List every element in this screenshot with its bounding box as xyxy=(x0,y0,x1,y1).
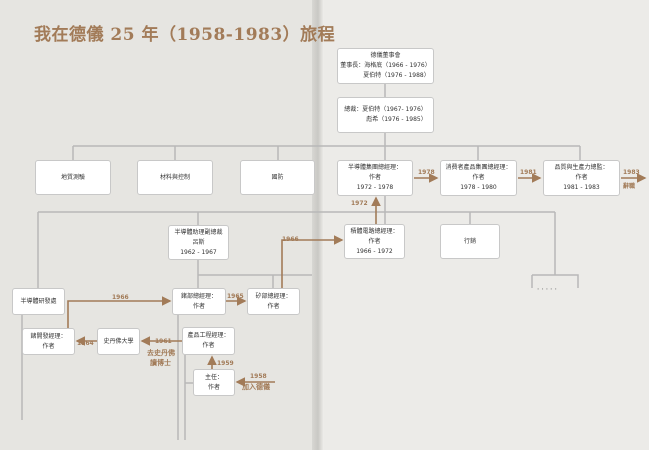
box-label: 德儀董事會 xyxy=(370,52,401,59)
year-1958-label: 1958 xyxy=(250,373,267,380)
phd-label-line1: 去史丹佛 xyxy=(147,349,175,357)
box-label: 品質與生產力總監： xyxy=(554,164,609,171)
box-board: 德儀董事會 董事長：海格底（1966 - 1976） 夏伯特（1976 - 19… xyxy=(337,48,434,84)
box-label: 作者 xyxy=(368,237,381,245)
box-supervisor: 主任： 作者 xyxy=(193,369,235,396)
box-materials-controls: 材料與控制 xyxy=(137,160,213,195)
box-label: 1962 - 1967 xyxy=(180,248,217,256)
year-1961-label: 1961 xyxy=(155,338,172,345)
box-label: 彪希（1976 - 1985） xyxy=(366,116,427,123)
box-label: 作者 xyxy=(202,342,215,349)
box-semiconductor-group: 半導體集團總經理： 作者 1972 - 1978 xyxy=(337,160,413,196)
year-1972-label: 1972 xyxy=(351,200,368,207)
resign-label: 辭職 xyxy=(623,183,636,190)
box-label: 作者 xyxy=(368,174,381,181)
year-1981-label: 1981 xyxy=(520,169,537,176)
box-label: 半導體集團總經理： xyxy=(347,164,402,171)
box-defense: 國防 xyxy=(240,160,315,195)
box-label: 產品工程經理： xyxy=(187,332,230,339)
box-consumer-products: 消費者產品集團總經理： 作者 1978 - 1980 xyxy=(440,160,517,196)
box-geophysical: 地質測驗 xyxy=(35,160,111,195)
join-ti-label: 加入德儀 xyxy=(242,383,270,391)
box-label: 作者 xyxy=(42,342,55,350)
year-1959-label: 1959 xyxy=(217,360,234,367)
box-president: 總裁：夏伯特（1967- 1976） 彪希（1976 - 1985） xyxy=(337,97,434,133)
year-1983-label: 1983 xyxy=(623,169,640,176)
box-label: 1978 - 1980 xyxy=(460,184,497,191)
box-label: 作者 xyxy=(192,302,205,310)
book-spine xyxy=(312,0,324,450)
box-germanium-development: 鍺開發經理： 作者 xyxy=(22,328,75,355)
year-1964-label: 1964 xyxy=(77,340,94,347)
box-semiconductor-avp: 半導體助理副總裁 呂斯 1962 - 1967 xyxy=(168,225,229,260)
box-label: 史丹佛大學 xyxy=(103,337,134,345)
box-label: 國防 xyxy=(271,173,284,181)
box-label: 董事長：海格底（1966 - 1976） xyxy=(340,62,431,69)
year-1966-label: 1966 xyxy=(282,236,299,243)
box-silicon-dept: 矽部總經理： 作者 xyxy=(247,288,300,315)
page-title: 我在德儀 25 年（1958-1983）旅程 xyxy=(34,25,336,45)
box-label: 作者 xyxy=(207,383,220,391)
box-label: 地質測驗 xyxy=(60,173,85,181)
box-label: 鍺開發經理： xyxy=(30,332,67,340)
year-1978-label: 1978 xyxy=(418,169,435,176)
box-label: 積體電路總經理： xyxy=(350,227,399,235)
box-label: 1972 - 1978 xyxy=(356,184,394,191)
year-1966-label-2: 1966 xyxy=(112,294,129,301)
box-label: 1981 - 1983 xyxy=(563,184,600,191)
box-label: 作者 xyxy=(472,174,485,181)
box-marketing: 行銷 xyxy=(440,224,500,259)
box-label: 主任： xyxy=(204,373,223,381)
box-label: 總裁：夏伯特（1967- 1976） xyxy=(344,106,427,113)
box-integrated-circuits: 積體電路總經理： 作者 1966 - 1972 xyxy=(344,224,405,259)
box-product-engineering: 產品工程經理： 作者 xyxy=(182,327,235,355)
box-semiconductor-rd: 半導體研發處 xyxy=(12,288,65,315)
box-label: 呂斯 xyxy=(192,238,205,246)
box-stanford: 史丹佛大學 xyxy=(97,328,140,355)
box-quality-productivity: 品質與生產力總監： 作者 1981 - 1983 xyxy=(543,160,620,196)
box-label: 材料與控制 xyxy=(159,173,190,181)
phd-label-line2: 讀博士 xyxy=(150,359,171,367)
box-label: 矽部總經理： xyxy=(255,292,292,300)
box-label: 作者 xyxy=(575,174,588,181)
box-label: 夏伯特（1976 - 1988） xyxy=(363,72,430,79)
box-germanium-dept: 鍺部總經理： 作者 xyxy=(172,288,226,315)
box-label: 半導體助理副總裁 xyxy=(174,228,223,236)
box-label: 鍺部總經理： xyxy=(180,292,217,300)
box-label: 半導體研發處 xyxy=(20,297,57,305)
box-label: 行銷 xyxy=(463,237,476,245)
ellipsis: · · · · · xyxy=(537,286,557,293)
left-page xyxy=(0,0,318,450)
box-label: 消費者產品集團總經理： xyxy=(445,164,512,171)
box-label: 作者 xyxy=(267,302,280,310)
year-1965-label: 1965 xyxy=(227,293,244,300)
box-label: 1966 - 1972 xyxy=(356,247,393,255)
